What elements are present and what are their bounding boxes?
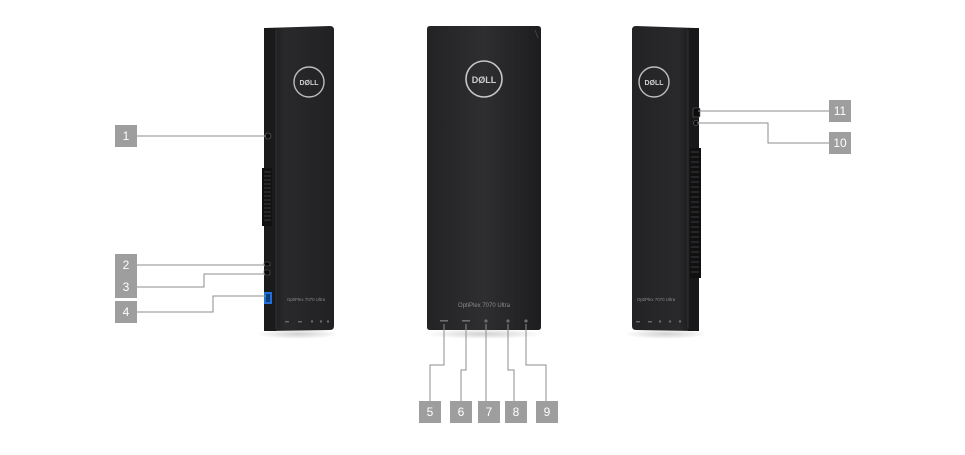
left-side-view: DØLL OptiPlex 7070 Ultra (256, 26, 340, 339)
callout-10: 10 (829, 132, 851, 154)
right-chassis (632, 26, 699, 331)
callout-7: 7 (478, 401, 500, 423)
right-shadow (624, 329, 708, 339)
callout-4: 4 (115, 301, 137, 323)
center-corner-mark (534, 29, 539, 39)
leader-9 (525, 324, 547, 401)
callout-8: 8 (505, 401, 527, 423)
leader-10 (697, 122, 829, 144)
right-vent (690, 148, 701, 278)
leader-8 (507, 324, 515, 401)
callout-1: 1 (115, 125, 137, 147)
leader-4 (137, 295, 266, 313)
left-shadow (256, 329, 340, 339)
leader-lines (137, 110, 829, 401)
center-shadow (424, 329, 544, 339)
center-chassis (427, 26, 541, 330)
callout-6: 6 (450, 401, 472, 423)
leader-3 (137, 273, 265, 288)
dell-logo-left: DØLL (293, 66, 325, 98)
leader-6 (460, 324, 467, 401)
leader-5 (429, 324, 445, 401)
svg-text:DØLL: DØLL (472, 75, 497, 85)
port-4-usb-a-inner (266, 294, 270, 302)
callout-2: 2 (115, 254, 137, 276)
right-model-label: OptiPlex 7070 Ultra (637, 297, 676, 302)
callout-11: 11 (829, 100, 851, 122)
dell-logo-right: DØLL (638, 66, 670, 98)
callout-3: 3 (115, 276, 137, 298)
left-bottom-icons (285, 320, 330, 323)
port-2-usb-c (263, 261, 271, 267)
dell-logo-center: DØLL (465, 60, 503, 98)
port-3-usb-c (263, 269, 271, 276)
right-bottom-icons (636, 320, 682, 323)
left-chassis (264, 26, 334, 331)
callout-9: 9 (536, 401, 558, 423)
center-model-label: OptiPlex 7070 Ultra (458, 303, 511, 309)
center-bottom-icons (440, 319, 528, 323)
port-11-power-button (692, 107, 701, 118)
svg-text:DØLL: DØLL (299, 80, 319, 87)
right-side-view: DØLL OptiPlex 7070 Ultr (624, 26, 708, 339)
callout-5: 5 (419, 401, 441, 423)
left-model-label: OptiPlex 7070 Ultra (287, 297, 326, 302)
left-vent (262, 168, 272, 226)
center-front-view: DØLL OptiPlex 7070 Ultra (424, 26, 544, 339)
svg-text:DØLL: DØLL (644, 80, 664, 87)
